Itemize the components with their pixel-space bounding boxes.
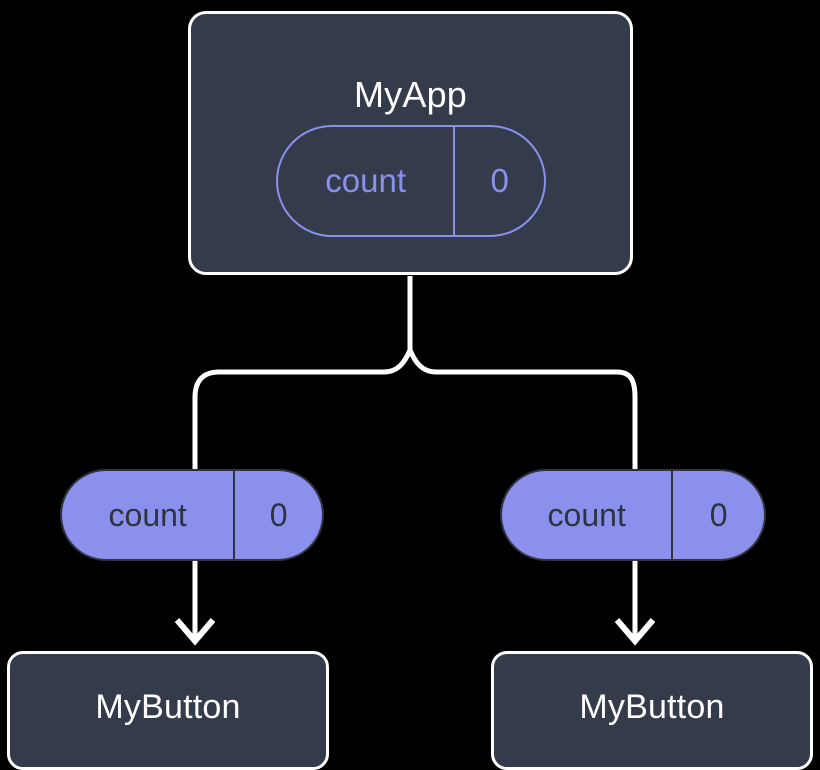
prop-pill-key: count [547, 496, 626, 533]
prop-pill-count-right[interactable]: count 0 [500, 469, 766, 561]
component-label-mybutton: MyButton [95, 688, 241, 726]
state-pill-value: 0 [453, 127, 544, 235]
branch-line-right [407, 347, 638, 473]
component-label-myapp: MyApp [353, 74, 468, 115]
component-node-mybutton-left[interactable]: MyButton [7, 651, 329, 770]
state-pill-count[interactable]: count 0 [276, 125, 546, 237]
branch-line-left [192, 347, 413, 473]
prop-pill-key: count [108, 496, 187, 533]
arrow-head-right [614, 618, 656, 646]
prop-pill-value: 0 [233, 471, 322, 559]
prop-pill-count-left[interactable]: count 0 [60, 469, 324, 561]
arrow-head-left [174, 618, 216, 646]
component-node-mybutton-right[interactable]: MyButton [491, 651, 813, 770]
state-pill-key: count [325, 162, 407, 199]
component-label-mybutton: MyButton [579, 688, 725, 726]
prop-pill-value: 0 [671, 471, 764, 559]
